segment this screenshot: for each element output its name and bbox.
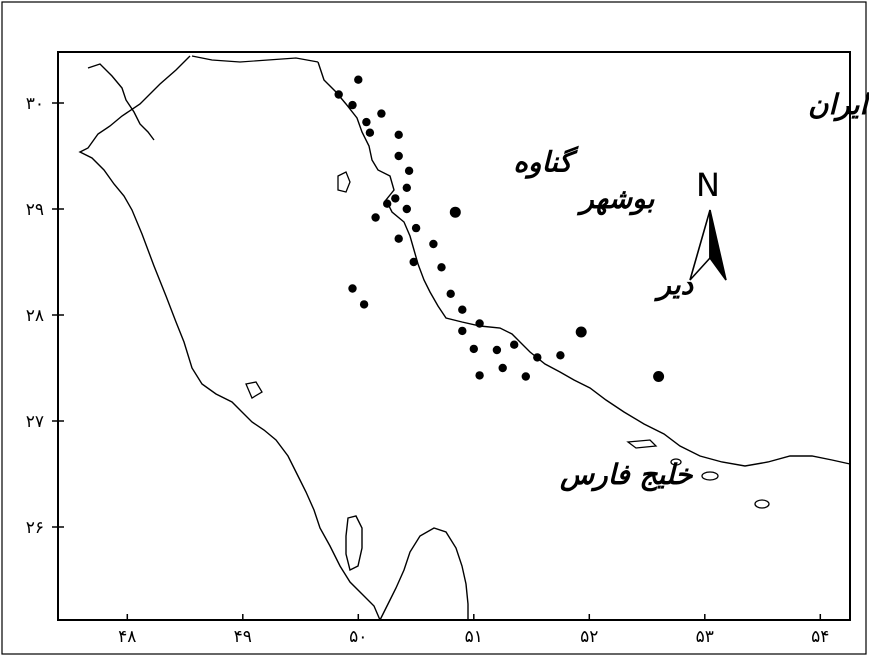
station-dot-7 — [394, 130, 403, 139]
x-tick-label-3: ۵۰ — [349, 627, 367, 647]
north-label: N — [696, 166, 720, 204]
axis-ticks: ۴۸۴۹۵۰۵۱۵۲۵۳۵۴۵۵۲۶۲۷۲۸۲۹۳۰ — [26, 94, 830, 647]
y-tick-label-5: ۳۰ — [26, 94, 44, 114]
station-dot-13 — [402, 204, 411, 214]
place-label-3: دیر — [653, 268, 694, 302]
station-dot-16 — [394, 234, 403, 243]
x-tick-label-4: ۵۱ — [465, 627, 483, 647]
station-dot-29 — [498, 363, 507, 373]
station-dot-3 — [348, 100, 357, 110]
port-marker-1 — [449, 206, 461, 218]
gulf-shelf-line — [191, 55, 319, 63]
station-dot-2 — [354, 75, 363, 84]
station-dot-33 — [359, 300, 369, 309]
north-arrow: N — [689, 166, 727, 281]
station-dot-6 — [365, 128, 375, 137]
station-dot-25 — [492, 345, 502, 355]
station-dot-12 — [383, 199, 392, 208]
station-dot-27 — [533, 353, 542, 362]
north-arrow-right-half — [709, 209, 727, 281]
place-label-2: بوشهر — [576, 182, 655, 216]
station-dot-8 — [394, 151, 403, 161]
station-dot-23 — [475, 319, 484, 328]
x-tick-label-7: ۵۴ — [811, 627, 829, 647]
ports-layer — [449, 206, 665, 382]
station-dot-20 — [446, 289, 455, 298]
y-tick-label-2: ۲۷ — [26, 412, 44, 432]
station-dot-30 — [475, 371, 484, 380]
station-dot-17 — [429, 239, 438, 249]
country-label: جمهوری اسلامی ایران — [808, 88, 869, 122]
y-tick-label-4: ۲۹ — [26, 200, 44, 220]
island-1 — [626, 439, 658, 449]
station-dot-1 — [334, 90, 343, 99]
station-dot-24 — [469, 344, 478, 354]
station-dot-19 — [437, 263, 446, 272]
x-tick-label-5: ۵۲ — [580, 627, 598, 647]
gulf-label: خلیج فارس — [559, 458, 693, 492]
port-marker-2 — [575, 326, 587, 338]
x-tick-label-6: ۵۳ — [696, 627, 714, 647]
island-3 — [701, 471, 719, 481]
station-dot-11 — [391, 194, 400, 203]
y-tick-label-3: ۲۸ — [26, 306, 44, 326]
island-4 — [754, 499, 770, 509]
stations-layer — [334, 75, 565, 381]
x-tick-label-2: ۴۹ — [234, 627, 252, 647]
map-panel — [57, 51, 851, 621]
bahrain-island — [345, 515, 363, 572]
station-dot-4 — [362, 117, 371, 127]
station-dot-5 — [377, 109, 386, 118]
station-dot-15 — [411, 223, 421, 233]
station-dot-31 — [521, 372, 530, 381]
station-dot-32 — [348, 284, 357, 293]
station-dot-28 — [556, 351, 565, 360]
iraq-coast — [87, 63, 155, 141]
station-dot-26 — [510, 340, 519, 349]
station-dot-22 — [458, 326, 467, 336]
station-dot-14 — [371, 213, 380, 222]
station-dot-18 — [409, 257, 418, 267]
y-tick-label-1: ۲۶ — [26, 518, 44, 538]
qatar-peninsula — [379, 527, 469, 621]
x-tick-label-1: ۴۸ — [118, 627, 136, 647]
kharg-island — [337, 171, 351, 193]
iran-coastline — [317, 61, 851, 467]
port-marker-3 — [653, 371, 665, 382]
station-dot-10 — [402, 183, 411, 192]
arabian-coastline — [78, 55, 381, 621]
place-label-1: گناوه — [513, 146, 579, 180]
station-dot-9 — [404, 166, 414, 175]
island-5 — [245, 381, 263, 399]
station-dot-21 — [458, 305, 467, 314]
island-2 — [670, 458, 682, 466]
